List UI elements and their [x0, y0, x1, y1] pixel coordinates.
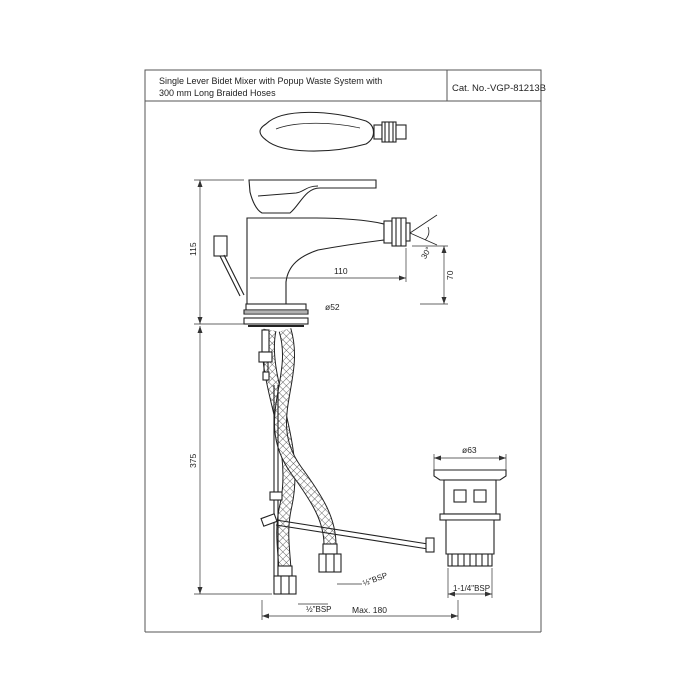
hose-nut-right: [318, 543, 342, 573]
linkage-rod: [275, 519, 435, 553]
dim-52-label: ø52: [325, 302, 340, 312]
dim-110-label: 110: [334, 266, 348, 276]
title-line-2: 300 mm Long Braided Hoses: [159, 88, 276, 98]
braided-hose-right: [274, 328, 337, 546]
bsp-half-label-a: ½"BSP: [306, 605, 332, 614]
bsp-half-label-b: ½"BSP: [362, 571, 389, 588]
mixer-body: [213, 179, 411, 327]
spray-angle: 30°: [409, 214, 438, 260]
popup-rod: [258, 329, 283, 580]
angle-30-label: 30°: [419, 245, 433, 260]
hose-nut-left: [273, 565, 297, 595]
dim-115-label: 115: [188, 242, 198, 256]
catalog-number: Cat. No.-VGP-81213B: [452, 83, 546, 94]
top-view-lever: [259, 111, 407, 152]
dim-63-label: ø63: [462, 445, 477, 455]
popup-waste: [433, 469, 507, 567]
title-block: Single Lever Bidet Mixer with Popup Wast…: [144, 69, 546, 102]
dimension-arrows: [197, 180, 506, 619]
dimension-lines: [194, 179, 507, 620]
bsp-waste-label: 1-1/4"BSP: [453, 584, 490, 593]
drawing-frame: [144, 101, 542, 633]
title-line-1: Single Lever Bidet Mixer with Popup Wast…: [159, 76, 382, 86]
dim-70-label: 70: [445, 270, 455, 280]
dim-375-label: 375: [188, 454, 198, 468]
max-180-label: Max. 180: [352, 605, 387, 615]
braided-hose-left: [261, 328, 296, 571]
